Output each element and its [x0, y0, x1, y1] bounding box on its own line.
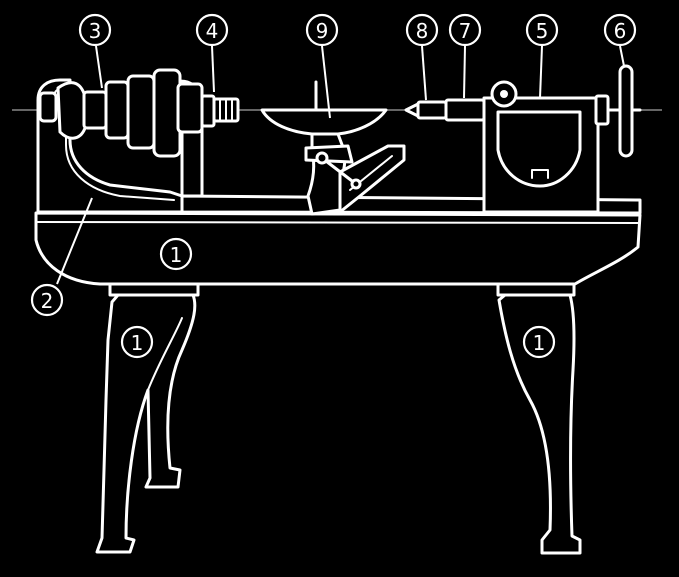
center-shank — [416, 100, 448, 120]
tailstock-clamp-nut — [531, 169, 549, 179]
leader-9 — [321, 45, 331, 119]
callout-7-label: 7 — [459, 19, 472, 43]
tailstock — [482, 80, 642, 214]
callout-2: 2 — [30, 283, 64, 317]
callout-5: 5 — [525, 13, 559, 47]
cone-pulley — [82, 68, 204, 158]
tool-rest-lever — [320, 156, 358, 186]
pulley-step-4 — [152, 68, 182, 158]
callout-1-left-leg-label: 1 — [131, 331, 144, 355]
callout-1-bed-label: 1 — [170, 243, 183, 267]
headstock-rear-bearing-cap — [38, 91, 58, 123]
leader-3 — [95, 45, 103, 89]
tailstock-lock-knob-center — [500, 90, 508, 98]
leader-7 — [463, 45, 466, 99]
tool-rest-clamp — [304, 144, 354, 164]
callout-6-label: 6 — [614, 19, 627, 43]
tool-rest-base-slide — [338, 144, 406, 214]
callout-2-label: 2 — [41, 289, 54, 313]
callout-9-label: 9 — [316, 19, 329, 43]
leader-2 — [56, 197, 93, 285]
handwheel-rim — [618, 64, 634, 158]
spindle-collar — [200, 94, 216, 128]
headstock-inner-curve — [53, 87, 175, 201]
callout-8: 8 — [405, 13, 439, 47]
callout-1-right-leg-label: 1 — [533, 331, 546, 355]
quill-body — [444, 98, 486, 122]
left-leg — [95, 281, 200, 554]
right-leg-body — [497, 293, 582, 555]
left-leg-inner-curve — [147, 317, 183, 391]
headstock-body — [36, 78, 184, 214]
callout-6: 6 — [603, 13, 637, 47]
tool-rest-bar — [260, 108, 388, 136]
tailstock-handwheel — [618, 64, 634, 158]
tool-rest — [260, 80, 406, 216]
tailstock-window — [496, 110, 582, 188]
leader-5 — [539, 45, 543, 99]
center-point — [404, 102, 420, 118]
pulley-step-2 — [104, 80, 130, 140]
leader-6 — [619, 45, 625, 67]
pulley-step-3 — [126, 74, 156, 150]
callout-4: 4 — [195, 13, 229, 47]
callout-7: 7 — [448, 13, 482, 47]
tool-rest-lever-end — [350, 178, 362, 190]
left-leg-body — [95, 293, 197, 554]
pulley-hub — [176, 82, 204, 134]
tool-rest-lever-knob — [315, 151, 329, 165]
leader-8 — [421, 45, 427, 101]
spindle-nose — [200, 94, 240, 128]
callout-1-left-leg: 1 — [120, 325, 154, 359]
pulley-step-1 — [82, 90, 108, 130]
leader-4 — [211, 45, 215, 93]
bed-front-ledge — [35, 221, 641, 224]
leader-lines — [56, 45, 625, 285]
callout-4-label: 4 — [206, 19, 219, 43]
bed-body — [34, 211, 642, 286]
tailstock-screw-boss — [594, 94, 610, 126]
callout-5-label: 5 — [536, 19, 549, 43]
right-leg — [496, 281, 582, 555]
callout-8-label: 8 — [416, 19, 429, 43]
tailstock-quill — [444, 98, 486, 122]
callout-3-label: 3 — [89, 19, 102, 43]
callout-9: 9 — [305, 13, 339, 47]
tailstock-center — [404, 100, 448, 120]
callout-3: 3 — [78, 13, 112, 47]
headstock-rear-bearing — [56, 81, 88, 140]
callout-1-right-leg: 1 — [522, 325, 556, 359]
callout-1-bed: 1 — [159, 237, 193, 271]
